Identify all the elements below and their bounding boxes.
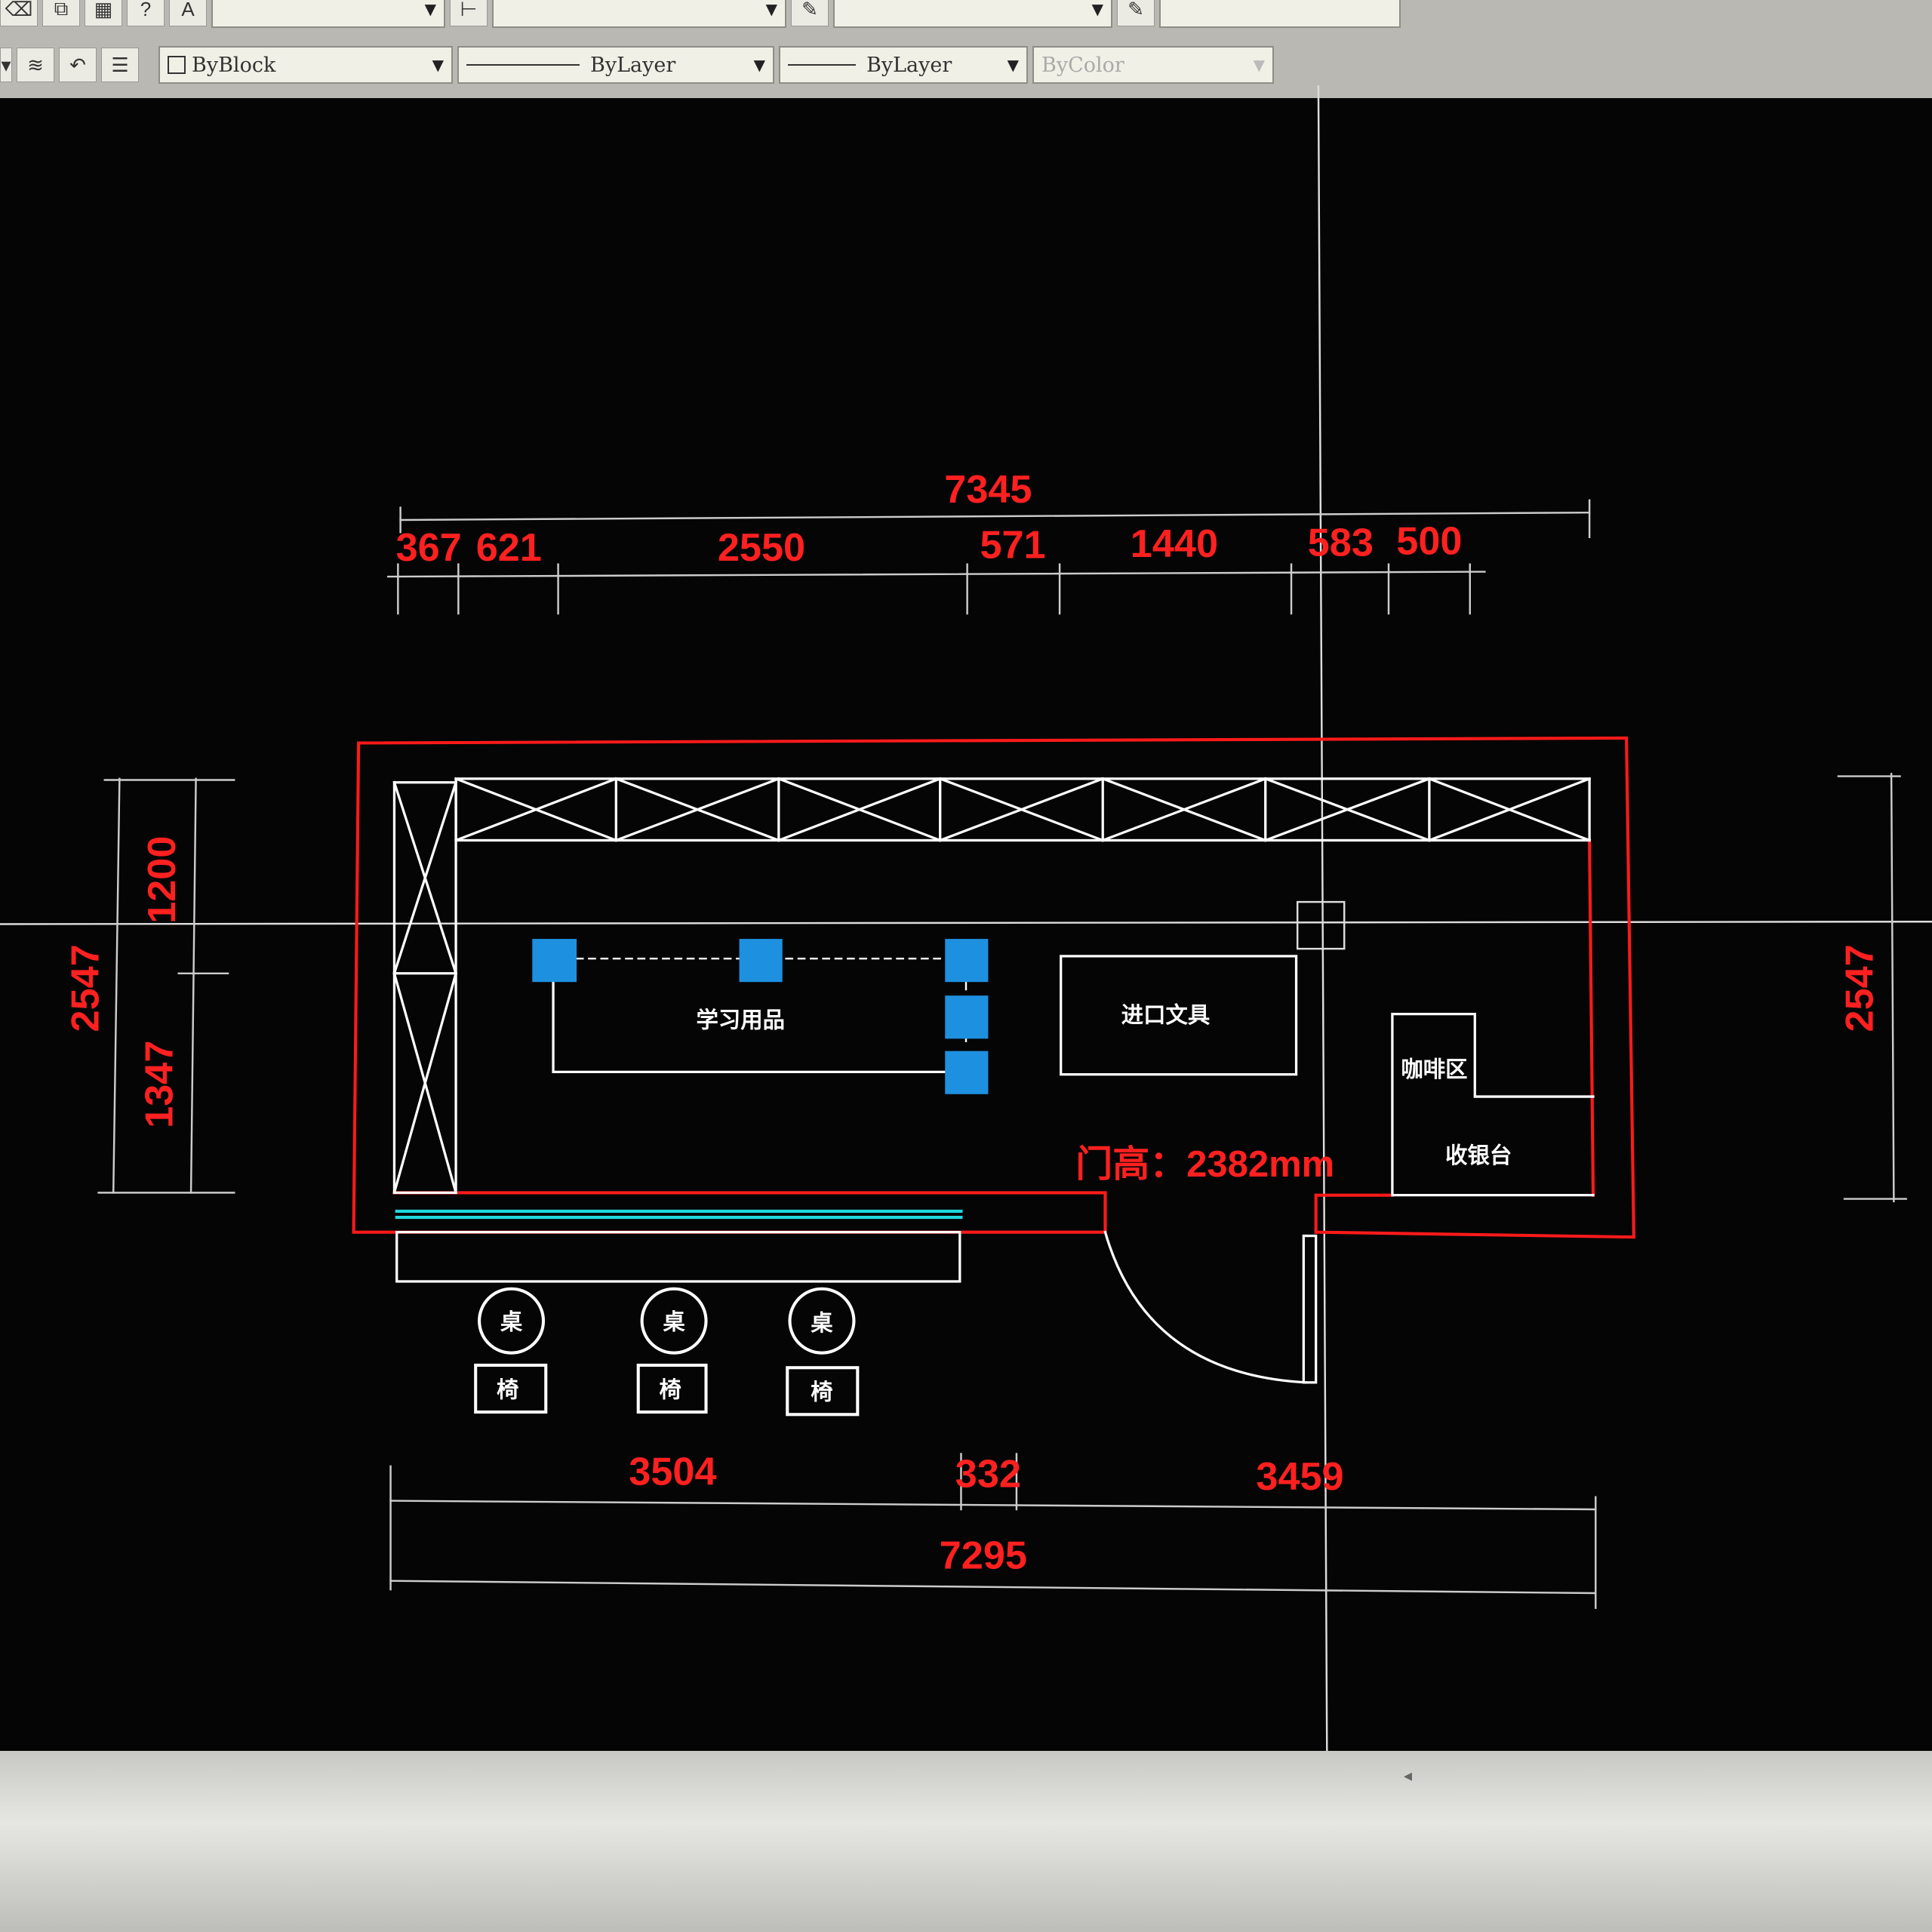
status-area: ◂ [0,1751,1932,1932]
toolbar-row-1: ⌫ ⧉ ▦ ? A ▼ ⊢ ▼ ✎ ▼ ✎ [0,0,1401,32]
dim-left-upper: 1200 [140,836,184,924]
help-icon[interactable]: ? [127,0,165,26]
top-shelving [454,777,1592,842]
door-leaf [1302,1234,1318,1384]
display-unit [945,995,989,1039]
dimension-lines [97,499,1907,1609]
table-style-icon[interactable]: ✎ [791,0,829,26]
dim-top-segment: 1440 [1131,522,1218,566]
layer-state-icon[interactable]: ≋ [17,48,54,82]
color-swatch [168,56,186,74]
lineweight-combo[interactable]: ByLayer▼ [779,46,1028,84]
chair [636,1363,708,1414]
crosshair-pickbox [1296,900,1346,950]
layer-match-icon[interactable]: ☰ [101,48,139,82]
label-coffee-area: 咖啡区 [1401,1057,1467,1082]
toolbar: ⌫ ⧉ ▦ ? A ▼ ⊢ ▼ ✎ ▼ ✎ ▾ ≋ ↶ ☰ ByBlock▼ B… [0,0,1932,98]
display-unit [945,939,989,983]
label-chair: 椅 [497,1377,518,1402]
lineweight-combo-value: ByLayer [866,53,952,77]
dim-top-overall: 7345 [944,468,1032,512]
display-units [532,939,989,1094]
dim-style-combo[interactable]: ▼ [492,0,786,28]
table-style-combo[interactable]: ▼ [833,0,1112,28]
dim-bottom-segment: 3504 [629,1450,716,1494]
right-inner-wall [1588,838,1595,1197]
dim-bottom-overall: 7295 [940,1534,1027,1577]
inner-wall [392,1191,1394,1234]
chair [786,1366,860,1417]
dim-top-segment: 571 [980,524,1045,568]
dim-bottom-segment: 332 [955,1453,1021,1497]
erase-icon[interactable]: ⌫ [0,0,38,26]
display-unit [532,939,577,983]
table [478,1287,546,1355]
plotstyle-combo-value: ByColor [1041,53,1124,77]
door-swing-arc [1103,1230,1308,1384]
dim-left-lower: 1347 [138,1041,182,1128]
toolbar-row-2: ▾ ≋ ↶ ☰ ByBlock▼ ByLayer▼ ByLayer▼ ByCol… [0,42,1274,88]
imported-stationery-counter [1060,955,1298,1076]
label-table: 桌 [500,1310,523,1335]
multileader-style-combo[interactable] [1159,0,1401,28]
label-cashier: 收银台 [1445,1143,1512,1168]
study-supplies-counter [552,980,946,1074]
table [788,1287,856,1355]
linetype-combo[interactable]: ByLayer▼ [457,46,774,84]
dim-style-icon[interactable]: ⊢ [450,0,488,26]
multileader-style-icon[interactable]: ✎ [1117,0,1155,26]
cashier-counter [1391,1013,1595,1197]
scroll-left-arrow[interactable]: ◂ [1404,1766,1413,1785]
layer-dropdown-arrow[interactable]: ▾ [0,48,12,82]
text-style-combo[interactable]: ▼ [211,0,445,28]
dim-top-segment: 583 [1308,521,1374,565]
color-combo[interactable]: ByBlock▼ [158,46,453,84]
dim-left-overall: 2547 [64,944,108,1032]
dim-top-segment: 621 [476,526,542,570]
copy-icon[interactable]: ⧉ [42,0,80,26]
dim-top-segment: 500 [1396,520,1462,564]
dim-bottom-segment: 3459 [1256,1455,1343,1499]
display-unit [739,939,783,983]
label-table: 桌 [663,1310,685,1335]
label-chair: 椅 [659,1377,681,1402]
dim-top-segment: 2550 [718,526,805,570]
display-unit [945,1051,989,1094]
dim-right-overall: 2547 [1838,944,1882,1032]
linetype-combo-value: ByLayer [590,53,676,77]
left-shelving [392,780,458,1195]
plotstyle-combo[interactable]: ByColor▼ [1032,46,1274,84]
label-imported-stationery: 进口文具 [1121,1002,1211,1028]
calculator-icon[interactable]: ▦ [85,0,122,26]
outdoor-bench [395,1231,961,1283]
label-chair: 椅 [811,1380,832,1405]
table [640,1287,708,1355]
crosshair-vertical [1317,85,1328,1763]
chair [474,1363,548,1414]
drawing-canvas[interactable] [0,98,1932,1758]
dim-top-segment: 367 [396,526,462,570]
crosshair-horizontal [0,920,1932,925]
label-study-supplies: 学习用品 [696,1008,785,1033]
layer-previous-icon[interactable]: ↶ [59,48,97,82]
label-table: 桌 [811,1311,833,1336]
text-style-icon[interactable]: A [169,0,207,26]
door-height-label: 门高：2382mm [1075,1144,1334,1185]
color-combo-value: ByBlock [192,53,276,77]
